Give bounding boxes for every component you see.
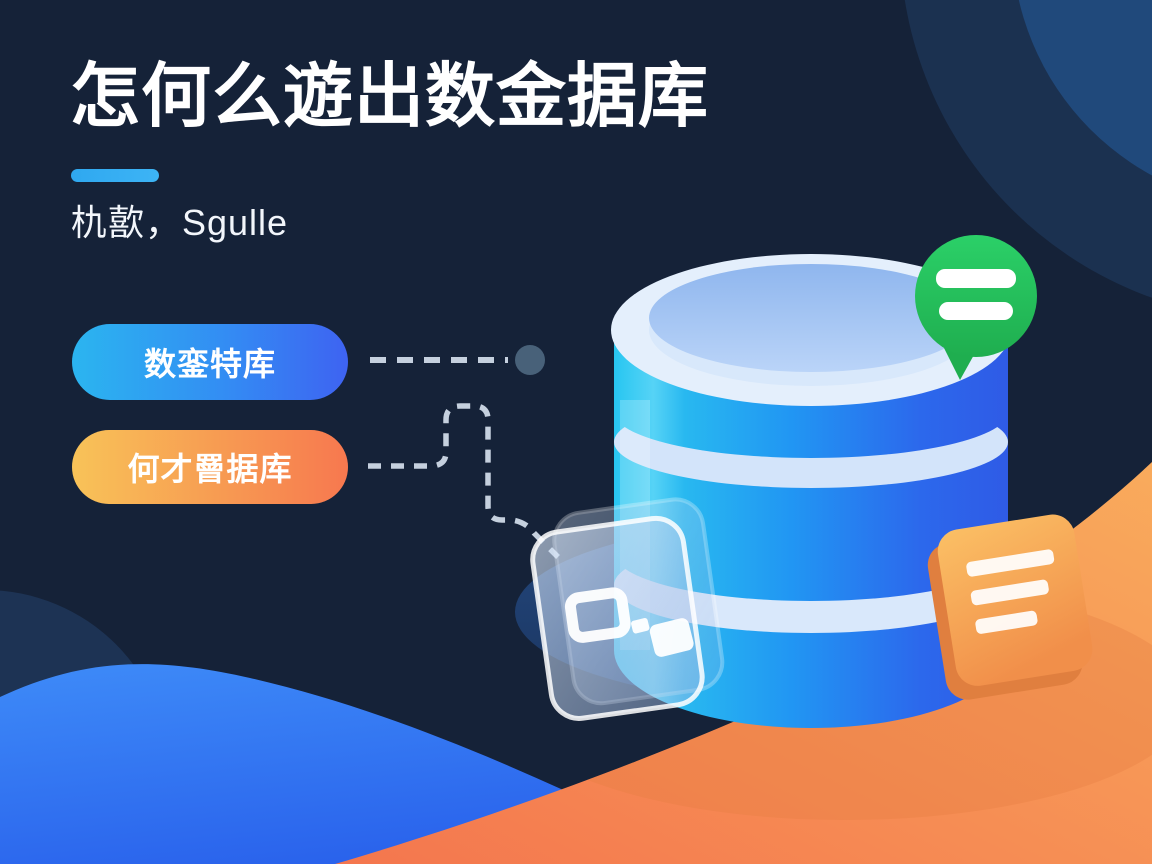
storage-pill-label: 何才罾据库 [127, 451, 293, 487]
document-text-lines [966, 549, 1055, 634]
chat-bubble-icon [915, 235, 1037, 380]
database-pill-label: 数銮特库 [143, 346, 276, 382]
database-pill-button[interactable]: 数銮特库 [72, 324, 348, 400]
connector-dot [515, 345, 545, 375]
glass-panel-icon [530, 497, 725, 721]
storage-pill-button[interactable]: 何才罾据库 [72, 430, 348, 504]
title-accent-bar [71, 169, 159, 182]
connector-lines [368, 345, 560, 559]
page-subtitle: 朹歖，Sgulle [71, 202, 289, 243]
share-glyph [631, 618, 694, 657]
dashed-connector-bottom [368, 403, 560, 559]
document-card-icon [927, 514, 1093, 700]
sync-window-glyph [564, 587, 631, 643]
page-title: 怎何么遊出数金据库 [70, 57, 709, 135]
